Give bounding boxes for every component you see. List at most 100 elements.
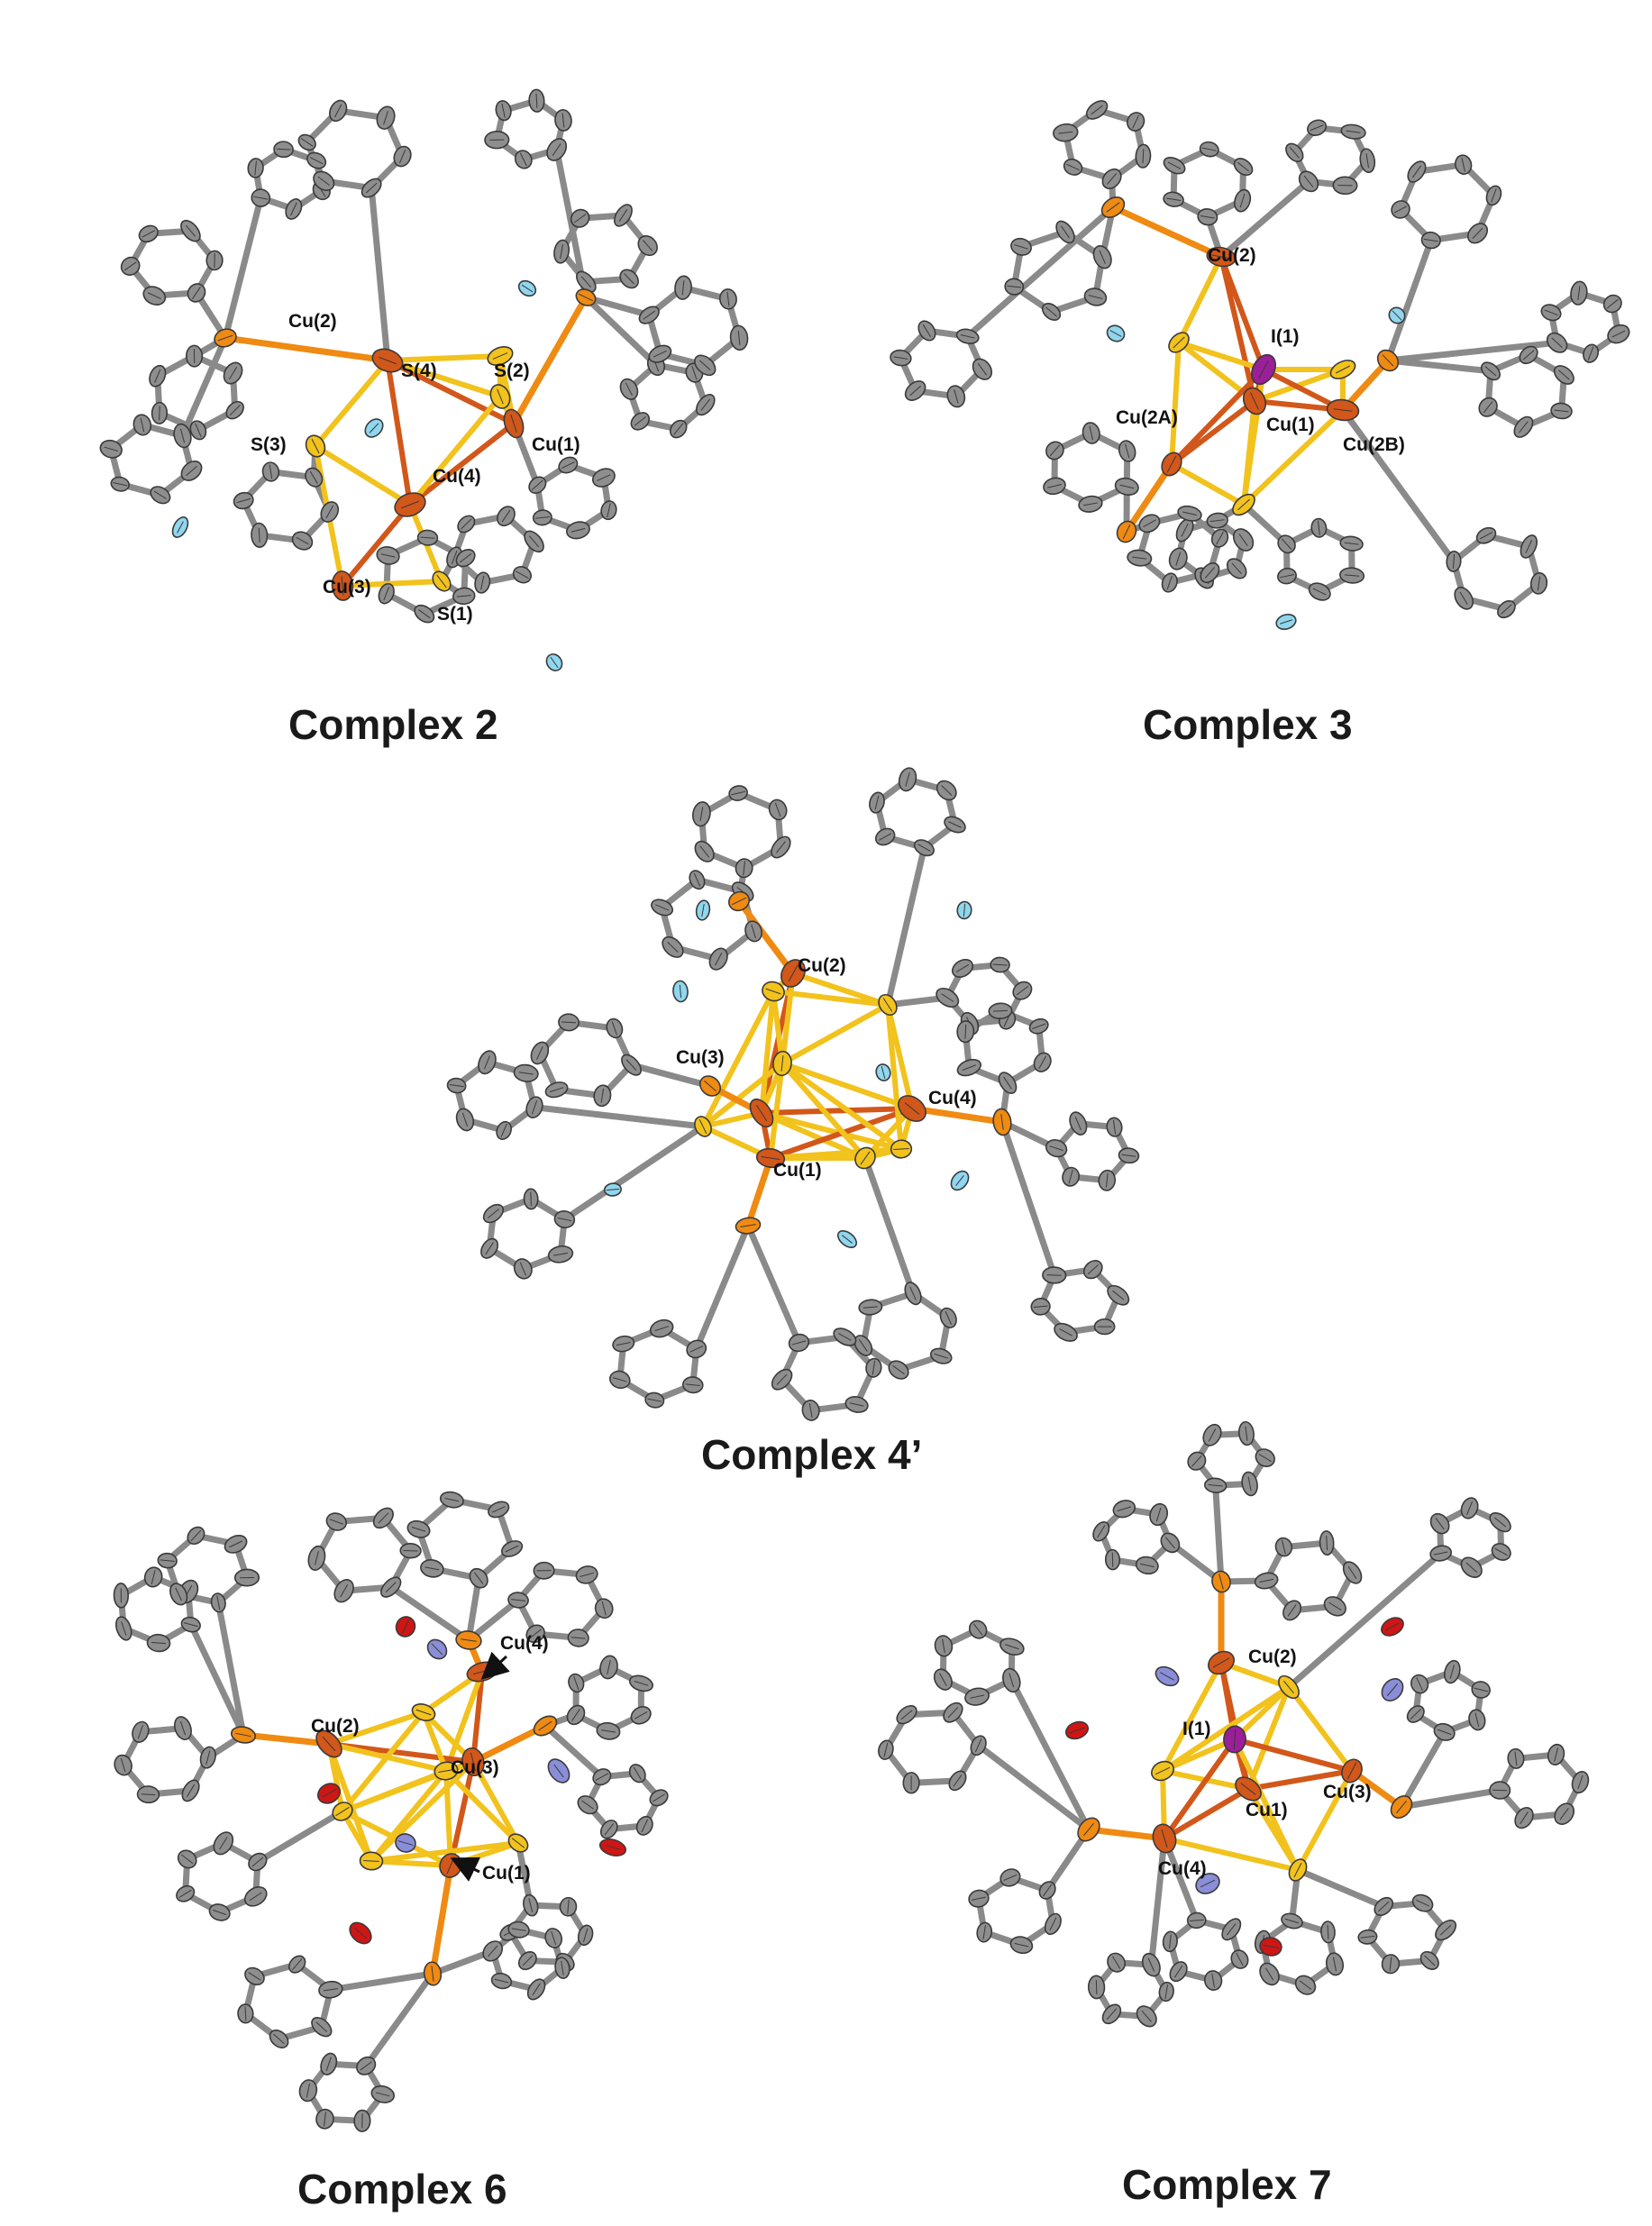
- carbon-atom-axis: [1088, 295, 1103, 299]
- bond: [187, 1621, 247, 1738]
- carbon-atom-axis: [1112, 1119, 1117, 1135]
- carbon-atom-axis: [1112, 1290, 1125, 1300]
- carbon-atom-axis: [1014, 1942, 1029, 1948]
- carbon-atom-axis: [360, 2061, 372, 2071]
- carbon-atom-axis: [519, 1262, 526, 1276]
- carbon-atom-axis: [974, 1738, 982, 1753]
- atom-label-cu3: Cu(3): [451, 1757, 499, 1778]
- bond: [214, 1599, 247, 1738]
- bond: [780, 971, 796, 1066]
- atom-label-cu2: Cu(2): [798, 955, 846, 976]
- carbon-atom-axis: [1474, 1712, 1480, 1728]
- bond: [1212, 1482, 1225, 1585]
- bond: [884, 844, 927, 1008]
- bond: [327, 1970, 436, 1993]
- bond: [582, 294, 653, 319]
- bond: [1147, 1835, 1168, 1968]
- bond: [1246, 1684, 1291, 1792]
- carbon-atom-axis: [992, 1009, 1008, 1012]
- carbon-atom-axis: [557, 1217, 572, 1222]
- carbon-atom-axis: [1239, 193, 1246, 208]
- arrow-cu4: [480, 1651, 510, 1681]
- carbon-atom-axis: [1410, 1709, 1421, 1720]
- carbon-atom-axis: [643, 310, 656, 320]
- carbon-atom-axis: [160, 1559, 175, 1562]
- atom-label-cu4: Cu(4): [500, 1633, 549, 1654]
- atom-label-s4: S(4): [401, 360, 437, 381]
- carbon-atom-axis: [487, 1209, 499, 1218]
- carbon-atom-axis: [292, 1958, 303, 1970]
- copper-atom-axis: [1250, 392, 1259, 410]
- carbon-atom-axis: [1082, 502, 1098, 506]
- carbon-atom-axis: [604, 1823, 615, 1836]
- phosphorus-atom-axis: [217, 334, 233, 342]
- carbon-atom-axis: [849, 1402, 864, 1407]
- carbon-atom-axis: [1014, 244, 1028, 250]
- carbon-atom-axis: [1007, 285, 1022, 288]
- carbon-atom-axis: [1587, 346, 1594, 360]
- atom-label-cu1: Cu1): [1246, 1800, 1288, 1820]
- carbon-atom-axis: [248, 1972, 261, 1981]
- carbon-atom-axis: [600, 1088, 605, 1103]
- phosphorus-atom-axis: [1000, 1114, 1004, 1130]
- copper-atom-axis: [379, 356, 397, 365]
- copper-atom-axis: [755, 1105, 768, 1121]
- bond: [443, 1768, 521, 1846]
- bond: [407, 421, 516, 507]
- bond: [1160, 1737, 1237, 1774]
- carbon-atom-axis: [1525, 539, 1533, 553]
- bond: [407, 394, 503, 507]
- carbon-atom-axis: [195, 423, 202, 437]
- carbon-atom-axis: [977, 362, 987, 376]
- carbon-atom-axis: [934, 1353, 949, 1359]
- carbon-atom-axis: [582, 1928, 589, 1943]
- carbon-atom-axis: [212, 1909, 227, 1916]
- sulfur-atom-axis: [497, 388, 504, 405]
- carbon-atom-axis: [306, 2083, 310, 2098]
- carbon-atom-axis: [654, 1326, 669, 1332]
- hydrogen-atom-axis: [1109, 330, 1122, 337]
- carbon-atom-axis: [187, 1784, 196, 1798]
- carbon-atom-axis: [383, 110, 389, 125]
- atom-label-cu3: Cu(3): [676, 1047, 725, 1068]
- carbon-atom-axis: [570, 527, 586, 533]
- carbon-atom-axis: [1520, 1811, 1529, 1825]
- bond: [759, 1106, 915, 1116]
- carbon-atom-axis: [485, 1242, 494, 1255]
- carbon-atom-axis: [1164, 1537, 1175, 1549]
- carbon-atom-axis: [1378, 1901, 1390, 1912]
- carbon-atom-axis: [1328, 1601, 1342, 1611]
- carbon-atom-axis: [581, 1800, 594, 1810]
- carbon-atom-axis: [1173, 1965, 1183, 1978]
- molecule-complex-2: [99, 88, 749, 671]
- carbon-atom-axis: [325, 2057, 332, 2071]
- bond: [369, 1768, 449, 1864]
- carbon-atom-axis: [1068, 1169, 1073, 1184]
- bond: [313, 358, 390, 449]
- carbon-atom-axis: [1089, 425, 1094, 441]
- carbon-atom-axis: [1227, 1923, 1237, 1936]
- carbon-atom-axis: [1461, 157, 1465, 172]
- carbon-atom-axis: [179, 428, 186, 443]
- carbon-atom-axis: [634, 415, 646, 426]
- carbon-atom-axis: [141, 1793, 156, 1796]
- carbon-atom-axis: [1038, 1055, 1047, 1069]
- carbon-atom-axis: [633, 1766, 642, 1780]
- carbon-atom-axis: [909, 1286, 917, 1300]
- carbon-atom-axis: [1303, 175, 1314, 187]
- oxygen-atom-axis: [605, 1845, 621, 1850]
- atom-layer: [446, 767, 1140, 1421]
- carbon-atom-axis: [325, 505, 334, 519]
- carbon-atom-axis: [488, 1945, 498, 1957]
- carbon-atom-axis: [461, 1112, 469, 1127]
- carbon-atom-axis: [1181, 523, 1189, 537]
- carbon-atom-axis: [1043, 1884, 1053, 1897]
- carbon-atom-axis: [1611, 330, 1626, 338]
- carbon-atom-axis: [972, 1896, 986, 1901]
- carbon-atom-axis: [296, 536, 309, 545]
- carbon-atom-axis: [309, 470, 318, 484]
- carbon-atom-axis: [560, 244, 563, 260]
- hydrogen-atom-axis: [881, 1065, 886, 1080]
- bond: [470, 1669, 485, 1765]
- copper-atom-axis: [1346, 1762, 1357, 1780]
